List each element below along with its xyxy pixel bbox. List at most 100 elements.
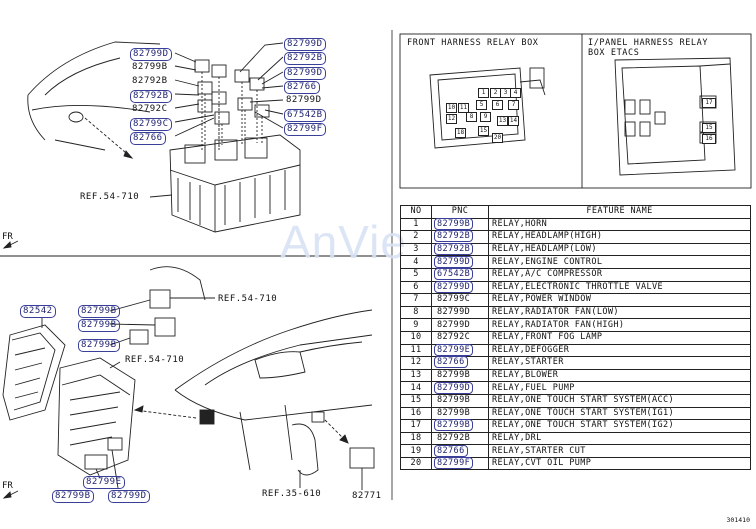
- part-label-relay-3[interactable]: 82799B: [78, 339, 120, 352]
- row-pnc-link[interactable]: 82799B: [437, 370, 471, 381]
- row-pnc-link[interactable]: 82799B: [434, 217, 474, 230]
- row-feature-name: RELAY,STARTER: [488, 356, 751, 370]
- ref-label-bottom-mid[interactable]: REF.54-710: [125, 355, 185, 365]
- row-feature-name: RELAY,ENGINE CONTROL: [488, 255, 751, 269]
- top-right-part-label[interactable]: 82799D: [284, 38, 326, 51]
- row-feature-name: RELAY,RADIATOR FAN(HIGH): [488, 318, 751, 332]
- part-label-82799e[interactable]: 82799E: [83, 476, 125, 489]
- ipanel-box-position-number: 15: [702, 123, 716, 133]
- ipanel-box-position-number: 16: [702, 134, 716, 144]
- top-right-part-label[interactable]: 67542B: [284, 109, 326, 122]
- row-pnc-cell: 82799B: [431, 368, 489, 383]
- row-pnc-link[interactable]: 82799C: [437, 294, 471, 305]
- row-pnc-cell: 82766: [431, 444, 489, 458]
- row-pnc-link[interactable]: 82799D: [434, 255, 474, 268]
- ref-label-bottom[interactable]: REF.35-610: [262, 489, 322, 499]
- front-harness-box-drawing: [429, 67, 546, 149]
- row-pnc-link[interactable]: 82799B: [434, 419, 474, 432]
- row-pnc-cell: 82792B: [431, 230, 489, 244]
- part-label-relay-2[interactable]: 82799B: [78, 319, 120, 332]
- fr-label-top: FR: [2, 232, 13, 242]
- row-pnc-link[interactable]: 82799B: [437, 407, 471, 418]
- row-pnc-link[interactable]: 82799F: [434, 457, 474, 470]
- row-pnc-link[interactable]: 82799D: [437, 319, 471, 330]
- row-pnc-link[interactable]: 82799D: [437, 307, 471, 318]
- row-pnc-cell: 82799B: [431, 393, 489, 408]
- row-pnc-cell: 82799B: [431, 217, 489, 232]
- ipanel-relay-box-drawing: [614, 57, 736, 176]
- header-feature-name: FEATURE NAME: [488, 205, 751, 219]
- row-pnc-link[interactable]: 82792B: [434, 243, 474, 256]
- front-box-position-number: 15: [478, 126, 489, 136]
- row-number: 17: [400, 419, 432, 433]
- top-right-part-label[interactable]: 82766: [284, 81, 320, 94]
- top-left-part-label[interactable]: 82792B: [132, 76, 168, 86]
- part-label-82542[interactable]: 82542: [20, 305, 56, 318]
- front-box-position-number: 10: [446, 103, 457, 113]
- top-left-part-label[interactable]: 82792B: [130, 90, 172, 103]
- row-pnc-link[interactable]: 82799E: [434, 343, 474, 356]
- row-pnc-link[interactable]: 67542B: [434, 268, 474, 281]
- top-right-part-label[interactable]: 82799D: [286, 95, 322, 105]
- row-number: 12: [400, 356, 432, 370]
- row-pnc-cell: 82799B: [431, 406, 489, 421]
- row-pnc-link[interactable]: 82792B: [434, 230, 474, 243]
- row-number: 7: [400, 293, 432, 307]
- ref-label-bottom-top[interactable]: REF.54-710: [218, 294, 278, 304]
- top-left-part-label[interactable]: 82799C: [130, 118, 172, 131]
- row-pnc-link[interactable]: 82799D: [434, 381, 474, 394]
- top-left-part-label[interactable]: 82792C: [132, 104, 168, 114]
- top-left-part-label[interactable]: 82799D: [130, 48, 172, 61]
- front-box-position-number: 12: [446, 114, 457, 124]
- top-left-part-label[interactable]: 82799B: [132, 62, 168, 72]
- row-pnc-link[interactable]: 82799B: [437, 395, 471, 406]
- watermark-text: AnVie: [280, 216, 407, 268]
- row-pnc-link[interactable]: 82792C: [437, 332, 471, 343]
- top-right-part-label[interactable]: 82799F: [284, 123, 326, 136]
- row-feature-name: RELAY,ONE TOUCH START SYSTEM(ACC): [488, 393, 751, 408]
- top-left-part-label[interactable]: 82766: [130, 132, 166, 145]
- front-box-position-number: 7: [508, 100, 519, 110]
- row-number: 16: [400, 406, 432, 421]
- row-pnc-link[interactable]: 82799D: [434, 280, 474, 293]
- front-box-position-number: 4: [510, 88, 521, 98]
- front-box-position-number: 14: [508, 116, 519, 126]
- part-label-82771[interactable]: 82771: [352, 491, 382, 501]
- row-pnc-link[interactable]: 82792B: [437, 432, 471, 443]
- row-pnc-link[interactable]: 82766: [434, 356, 468, 369]
- part-label-82799b[interactable]: 82799B: [52, 490, 94, 503]
- top-right-part-label[interactable]: 82799D: [284, 67, 326, 80]
- row-number: 10: [400, 330, 432, 345]
- row-feature-name: RELAY,DRL: [488, 431, 751, 446]
- row-number: 19: [400, 444, 432, 458]
- row-number: 11: [400, 343, 432, 358]
- row-feature-name: RELAY,HORN: [488, 217, 751, 232]
- part-label-82799d[interactable]: 82799D: [108, 490, 150, 503]
- part-label-relay-1[interactable]: 82799B: [78, 305, 120, 318]
- row-pnc-link[interactable]: 82766: [434, 444, 468, 457]
- ref-label-top[interactable]: REF.54-710: [80, 192, 140, 202]
- top-right-part-label[interactable]: 82792B: [284, 52, 326, 65]
- ipanel-title-line2: BOX ETACS: [588, 48, 640, 58]
